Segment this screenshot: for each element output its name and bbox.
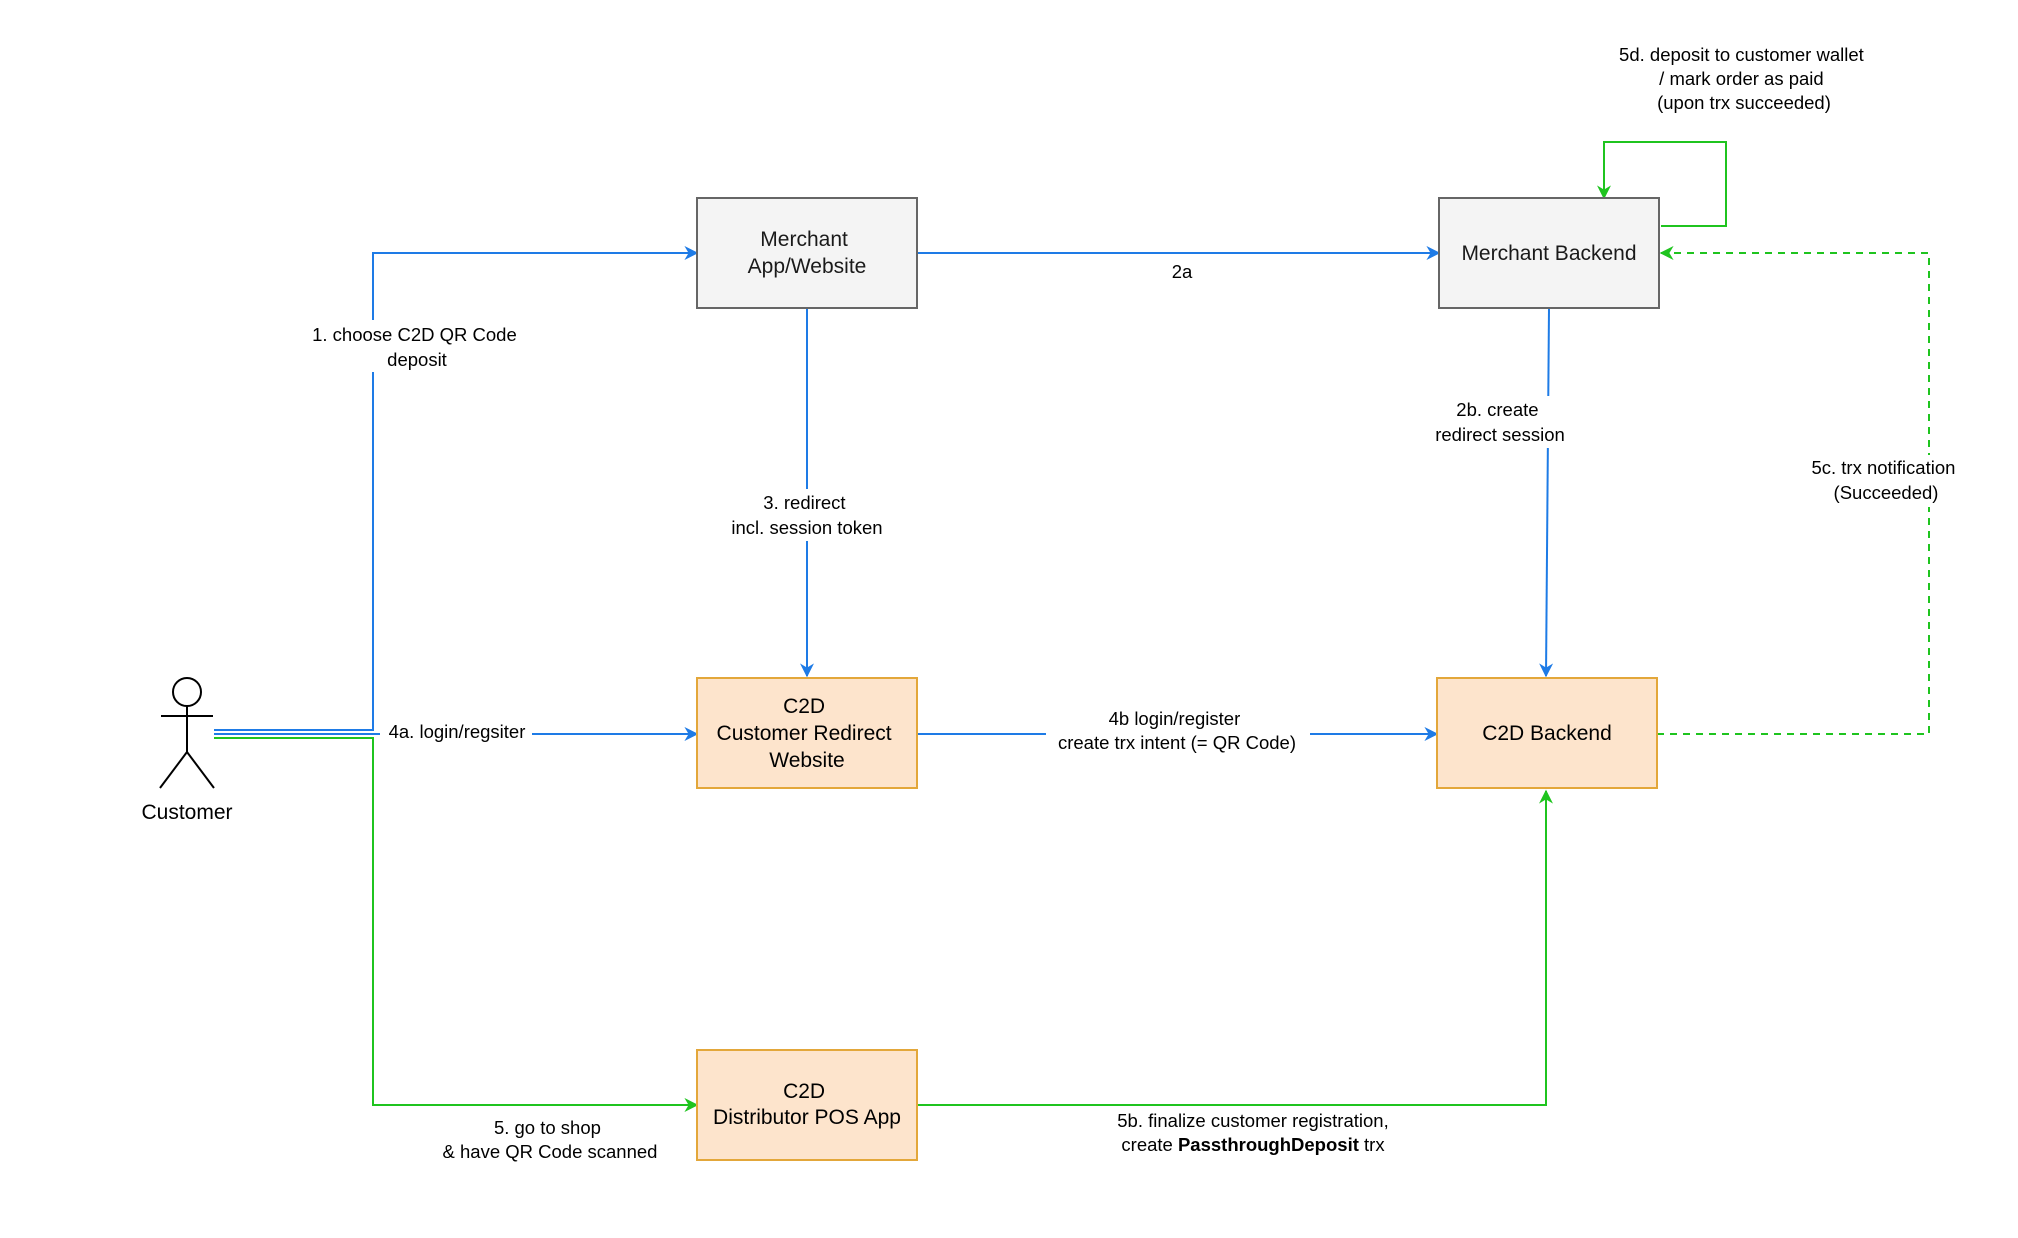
svg-text:3. redirect incl. sessio: 3. redirect incl. session token [731, 492, 882, 538]
merchant-app-label-1: Merchant [760, 228, 848, 251]
edge-5c-label-2: (Succeeded) [1834, 482, 1939, 503]
edge-5d-label-2: / mark order as paid [1659, 68, 1824, 89]
actor-customer[interactable]: Customer [141, 677, 233, 824]
edge-5b-label-suffix: trx [1359, 1134, 1385, 1155]
edge-5b-label-prefix: create [1121, 1134, 1178, 1155]
c2d-pos-label-2: Distributor POS App [713, 1106, 901, 1129]
node-merchant-app[interactable]: Merchant App/Website [696, 197, 918, 309]
svg-text:4b login/register create: 4b login/register create trx intent (= Q… [1058, 708, 1296, 753]
svg-text:2b. create redirect sess: 2b. create redirect session [1435, 399, 1565, 445]
edge-2a-label: 2a [1172, 261, 1193, 282]
edge-5c-label-1: 5c. trx notification [1811, 457, 1955, 478]
edge-5b-label-2: create PassthroughDeposit trx [1121, 1134, 1385, 1155]
edge-3-label-2: incl. session token [731, 517, 882, 538]
svg-text:C2D Customer Redirect: C2D Customer Redirect Website [717, 695, 898, 772]
edge-5-go-to-shop[interactable] [214, 737, 699, 1112]
node-c2d-pos[interactable]: C2D Distributor POS App [696, 1049, 918, 1161]
edge-labels: 1. choose C2D QR Code deposit 2a 2b. cre… [302, 44, 2018, 1162]
edge-2b-label-1: 2b. create [1456, 399, 1538, 420]
svg-text:C2D Backend: C2D Backend [1482, 722, 1612, 745]
c2d-pos-label-1: C2D [783, 1080, 825, 1103]
c2d-backend-label: C2D Backend [1482, 722, 1612, 745]
svg-text:Merchant Backend: Merchant Backend [1461, 242, 1636, 265]
svg-text:C2D Distributor POS App: C2D Distributor POS App [713, 1080, 901, 1129]
merchant-app-label-2: App/Website [748, 255, 867, 278]
edge-4b-label-1: 4b login/register [1109, 708, 1241, 729]
edge-5b-finalize[interactable] [917, 789, 1553, 1106]
svg-text:1. choose C2D QR Code de: 1. choose C2D QR Code deposit [312, 324, 522, 370]
edge-5b-label-1: 5b. finalize customer registration, [1117, 1110, 1388, 1131]
node-merchant-backend[interactable]: Merchant Backend [1438, 197, 1660, 309]
edge-1-label-1: 1. choose C2D QR Code [312, 324, 517, 345]
actor-label: Customer [141, 801, 232, 824]
edge-2b-create-session[interactable] [1539, 307, 1554, 678]
node-c2d-redirect[interactable]: C2D Customer Redirect Website [696, 677, 918, 789]
edge-1-choose-deposit[interactable] [214, 246, 699, 731]
edge-5b-label-bold: PassthroughDeposit [1178, 1134, 1359, 1155]
edge-4b-label-2: create trx intent (= QR Code) [1058, 732, 1296, 753]
svg-text:5d. deposit to customer wallet: 5d. deposit to customer wallet / mark or… [1619, 44, 1869, 113]
svg-text:5. go to shop & have QR: 5. go to shop & have QR Code scanned [443, 1117, 658, 1162]
stick-figure-icon [159, 677, 215, 789]
c2d-redirect-label-1: C2D [783, 695, 825, 718]
edge-4a-label: 4a. login/regsiter [389, 721, 526, 742]
edge-5-label-1: 5. go to shop [494, 1117, 601, 1138]
edge-5d-label-1: 5d. deposit to customer wallet [1619, 44, 1864, 65]
c2d-redirect-label-2: Customer Redirect [717, 722, 892, 745]
node-c2d-backend[interactable]: C2D Backend [1436, 677, 1658, 789]
merchant-backend-label: Merchant Backend [1461, 242, 1636, 265]
svg-text:Merchant App/Website: Merchant App/Website [748, 228, 867, 278]
edge-5d-label-3: (upon trx succeeded) [1657, 92, 1831, 113]
edge-2b-label-2: redirect session [1435, 424, 1565, 445]
edge-3-label-1: 3. redirect [763, 492, 845, 513]
edges [214, 141, 1930, 1112]
c2d-redirect-label-3: Website [769, 749, 844, 772]
svg-text:5c. trx notification (Su: 5c. trx notification (Succeeded) [1811, 457, 1960, 503]
edge-1-label-2: deposit [387, 349, 447, 370]
edge-5-label-2: & have QR Code scanned [443, 1141, 658, 1162]
